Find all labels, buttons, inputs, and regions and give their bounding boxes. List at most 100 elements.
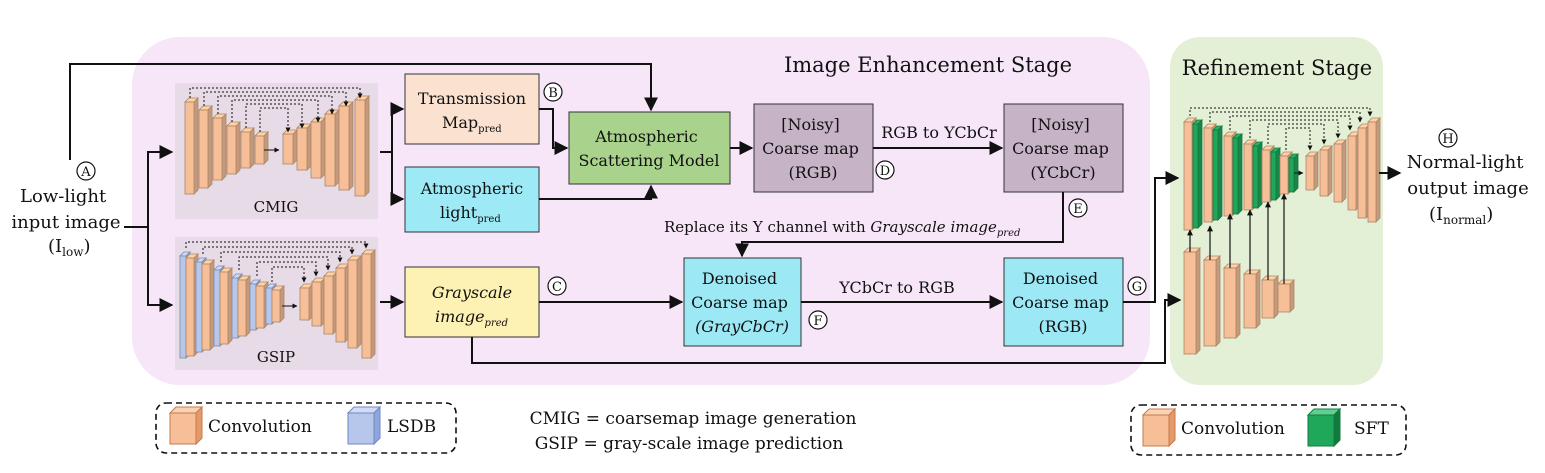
cmig-label: CMIG: [254, 198, 299, 216]
legend-conv-label-right: Convolution: [1181, 419, 1285, 439]
svg-text:[Noisy] Coarse map: [Noisy] Coarse map (RGB): [762, 115, 864, 182]
decoder-block: [311, 277, 326, 327]
denoised-coarse-map-graycbcr-box: Denoised Coarse map (GrayCbCr): [683, 257, 802, 347]
label-rgb-to-ycbcr: RGB to YCbCr: [881, 123, 997, 142]
sft-block: [1192, 119, 1203, 229]
encoder-block: [219, 267, 233, 345]
encoder-block: [226, 121, 241, 175]
output-symbol: (Inormal): [1429, 204, 1493, 227]
skip-connection: [1285, 127, 1313, 151]
gsip-network: [179, 241, 376, 359]
arrow-transmission-to-scatter: [539, 108, 569, 155]
decoder-block: [338, 101, 354, 191]
definition-gsip: GSIP = gray-scale image prediction: [535, 434, 844, 454]
arrow-light-to-scatter: [539, 184, 658, 200]
skip-connection: [259, 107, 291, 133]
enhancement-stage-panel: [132, 37, 1150, 385]
guidance-block: [1203, 255, 1221, 347]
legend-sft-label: SFT: [1354, 419, 1389, 439]
sft-block: [1232, 133, 1243, 215]
decoder-block: [296, 123, 312, 171]
input-symbol: (Ilow): [48, 236, 91, 259]
grayscale-image-box: Grayscale imagepred: [404, 266, 540, 338]
marker-letter: H: [1442, 132, 1453, 147]
legend-conv-label: Convolution: [208, 417, 312, 437]
skip-connection: [245, 103, 305, 129]
step-markers: A B C D E F G H: [76, 82, 1458, 330]
encoder-block: [240, 127, 255, 169]
marker-letter: E: [1073, 202, 1083, 217]
marker-d-icon: D: [875, 160, 895, 180]
svg-text:lightpred: lightpred: [440, 203, 501, 225]
arrow-to-cmig: [147, 145, 174, 227]
arrow-to-atm-light: [390, 152, 405, 206]
skip-connection: [231, 99, 321, 123]
decoder-block: [335, 263, 350, 343]
atmospheric-light-box: Atmospheric lightpred: [404, 166, 540, 233]
sft-block: [1270, 147, 1281, 201]
skip-connection: [203, 91, 349, 107]
refinement-stage-panel: [1170, 37, 1383, 385]
marker-e-icon: E: [1068, 198, 1088, 218]
svg-text:Transmission: Transmission: [418, 89, 526, 108]
skip-connection: [1209, 111, 1363, 123]
skip-connection: [185, 241, 369, 249]
skip-connection: [189, 87, 363, 99]
arrow-input-skip: [69, 63, 658, 160]
skip-connection: [1267, 123, 1327, 145]
encoder-block: [201, 259, 215, 351]
refinement-stage-title: Refinement Stage: [1182, 56, 1372, 80]
legend-lsdb-icon: [346, 405, 382, 446]
marker-c-icon: C: [547, 276, 567, 296]
decoder-block: [282, 129, 298, 165]
enhancement-stage-title: Image Enhancement Stage: [784, 53, 1072, 77]
skip-connection: [1249, 119, 1341, 139]
legend-conv-icon: [168, 405, 204, 446]
svg-text:Mappred: Mappred: [442, 113, 502, 135]
label-replace-y-channel: Replace its Y channel with Grayscale ima…: [664, 218, 1020, 239]
legend-lsdb-label: LSDB: [387, 417, 436, 437]
marker-h-icon: H: [1438, 128, 1458, 148]
decoder-block: [323, 271, 338, 335]
scattering-model-box: Atmospheric Scattering Model: [568, 111, 731, 185]
marker-a-icon: A: [76, 161, 96, 181]
decoder-block: [361, 249, 376, 359]
arrow-grayscale-to-refine-guide: [471, 293, 1182, 364]
legend-right: Convolution SFT: [1130, 404, 1407, 456]
arrow-ycbcr-to-denoised: [735, 192, 1064, 258]
skip-connection: [1189, 107, 1373, 117]
decoder-block: [1333, 139, 1347, 203]
flow-arrows: [69, 63, 1402, 364]
legend-conv-icon-right: [1141, 407, 1177, 448]
marker-letter: G: [1132, 280, 1142, 295]
decoder-block: [354, 95, 370, 197]
marker-letter: F: [813, 314, 822, 329]
marker-b-icon: B: [543, 82, 563, 102]
guidance-block: [1243, 269, 1261, 329]
encoder-block: [184, 97, 199, 195]
guidance-block: [1277, 279, 1295, 313]
marker-letter: C: [552, 280, 562, 295]
svg-text:[Noisy] Coarse map: [Noisy] Coarse map (YCbCr): [1012, 115, 1114, 182]
arrow-denoised-to-refine: [1123, 171, 1180, 303]
encoder-block: [254, 131, 269, 165]
output-label: Normal-light output image: [1407, 152, 1529, 199]
encoder-block: [271, 285, 285, 323]
skip-connection: [220, 251, 343, 263]
noisy-coarse-map-ycbcr-box: [Noisy] Coarse map (YCbCr): [1003, 103, 1124, 193]
refinement-network: [1183, 107, 1381, 355]
svg-text:imagepred: imagepred: [435, 307, 508, 329]
encoder-block: [198, 105, 213, 189]
label-ycbcr-to-rgb: YCbCr to RGB: [838, 278, 954, 297]
decoder-block: [324, 109, 340, 187]
marker-g-icon: G: [1127, 276, 1147, 296]
cmig-network: [184, 87, 370, 197]
skip-connection: [217, 95, 335, 115]
skip-connection: [256, 261, 319, 277]
decoder-block: [1367, 117, 1381, 223]
noisy-coarse-map-rgb-box: [Noisy] Coarse map (RGB): [753, 103, 874, 193]
skip-connection: [238, 256, 331, 271]
marker-letter: D: [880, 164, 890, 179]
decoder-block: [1305, 151, 1319, 191]
